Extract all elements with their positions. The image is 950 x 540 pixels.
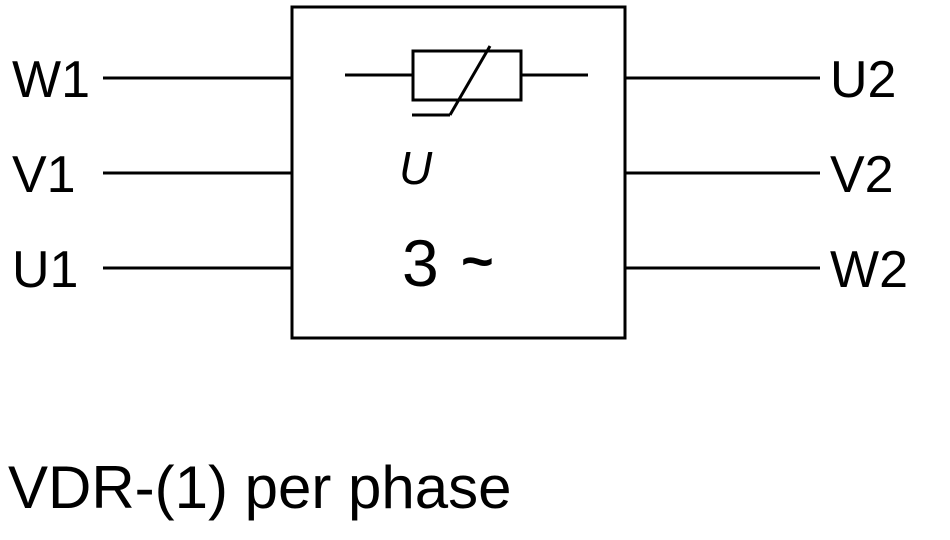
phase-count-label: 3 [402,226,439,300]
voltage-label: U [399,142,433,194]
terminal-label-v1: V1 [12,146,76,204]
terminal-label-w2: W2 [830,241,908,299]
varistor-symbol [345,45,588,117]
ac-tilde-icon: ~ [461,229,494,292]
terminal-label-u1: U1 [12,241,78,299]
component-box [290,5,627,340]
terminal-label-u2: U2 [830,51,896,109]
terminal-label-v2: V2 [830,146,894,204]
varistor-slash [448,45,492,116]
terminal-label-w1: W1 [12,51,90,109]
varistor-body [411,49,523,102]
caption: VDR-(1) per phase [8,454,512,521]
